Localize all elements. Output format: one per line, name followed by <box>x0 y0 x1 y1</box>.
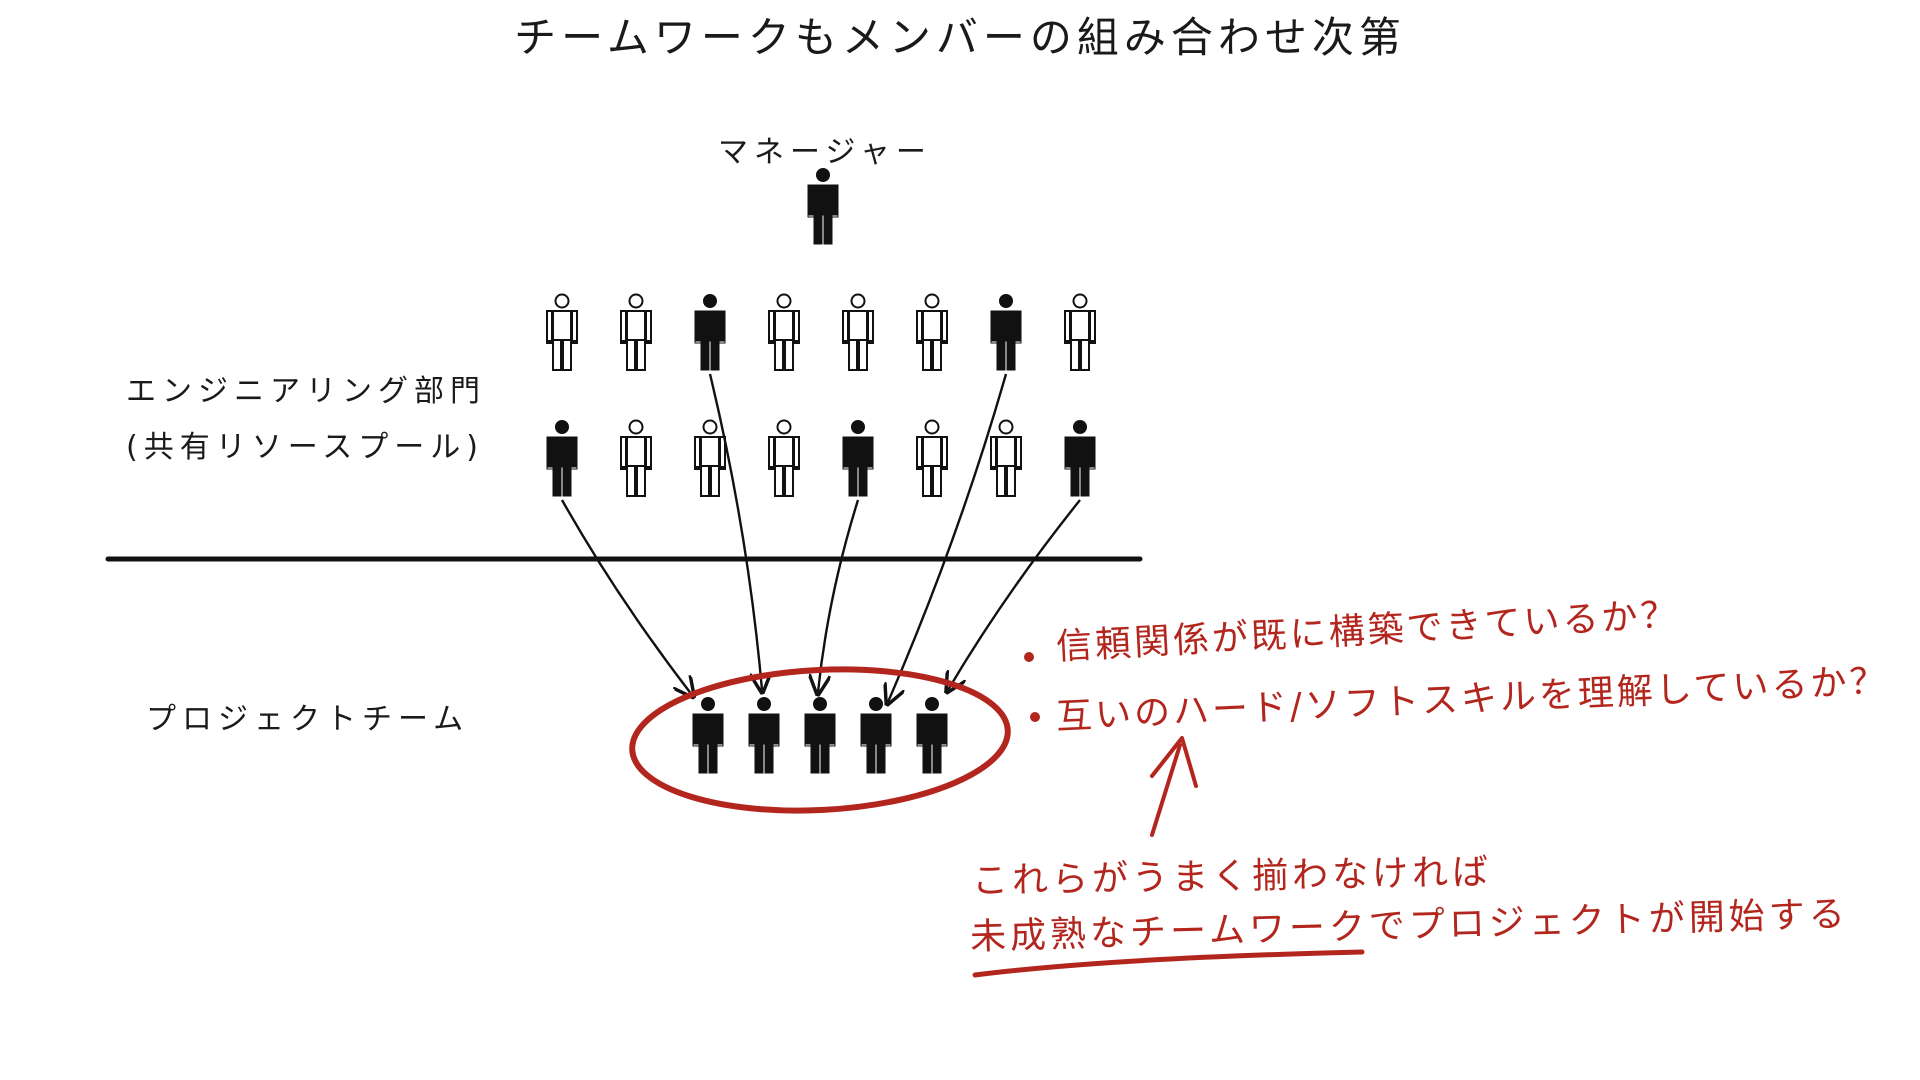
selected-member <box>546 420 578 497</box>
red-underline <box>972 949 1365 978</box>
pool-member <box>990 419 1022 497</box>
pool-member <box>768 419 800 497</box>
pool-member <box>546 293 578 371</box>
assignment-arrow <box>888 373 1008 702</box>
conclusion-underlined-phrase: 未成熟なチームワーク <box>969 906 1370 958</box>
assignment-arrow <box>708 373 762 690</box>
assignment-arrow <box>948 499 1081 690</box>
pool-member <box>842 293 874 371</box>
selected-member <box>842 420 874 497</box>
pool-member <box>694 419 726 497</box>
resource-pool-label: (共有リソースプール) <box>126 430 484 465</box>
bullet-dot <box>1024 652 1034 662</box>
project-team-label: プロジェクトチーム <box>146 702 470 737</box>
department-label: エンジニアリング部門 <box>126 374 486 409</box>
pool-member <box>1064 293 1096 371</box>
team-member <box>748 697 780 774</box>
red-arrow <box>1150 743 1182 837</box>
page-title: チームワークもメンバーの組み合わせ次第 <box>514 13 1406 62</box>
selected-member <box>1064 420 1096 497</box>
project-team-ellipse <box>629 666 1011 814</box>
manager-figure <box>807 168 839 245</box>
team-member <box>916 697 948 774</box>
assignment-arrow <box>560 499 692 695</box>
manager-label: マネージャー <box>718 135 932 170</box>
team-member <box>692 697 724 774</box>
red-arrow-head <box>1150 736 1198 788</box>
assignment-arrow <box>818 499 860 692</box>
pool-member <box>620 419 652 497</box>
team-member <box>804 697 836 774</box>
team-member <box>860 697 892 774</box>
pool-member <box>768 293 800 371</box>
conclusion-line-1: これらがうまく揃わなければ <box>971 851 1493 902</box>
selected-member <box>694 294 726 371</box>
pool-member <box>916 419 948 497</box>
bullet-dot <box>1030 712 1040 722</box>
selected-member <box>990 294 1022 371</box>
pool-member <box>620 293 652 371</box>
pool-member <box>916 293 948 371</box>
